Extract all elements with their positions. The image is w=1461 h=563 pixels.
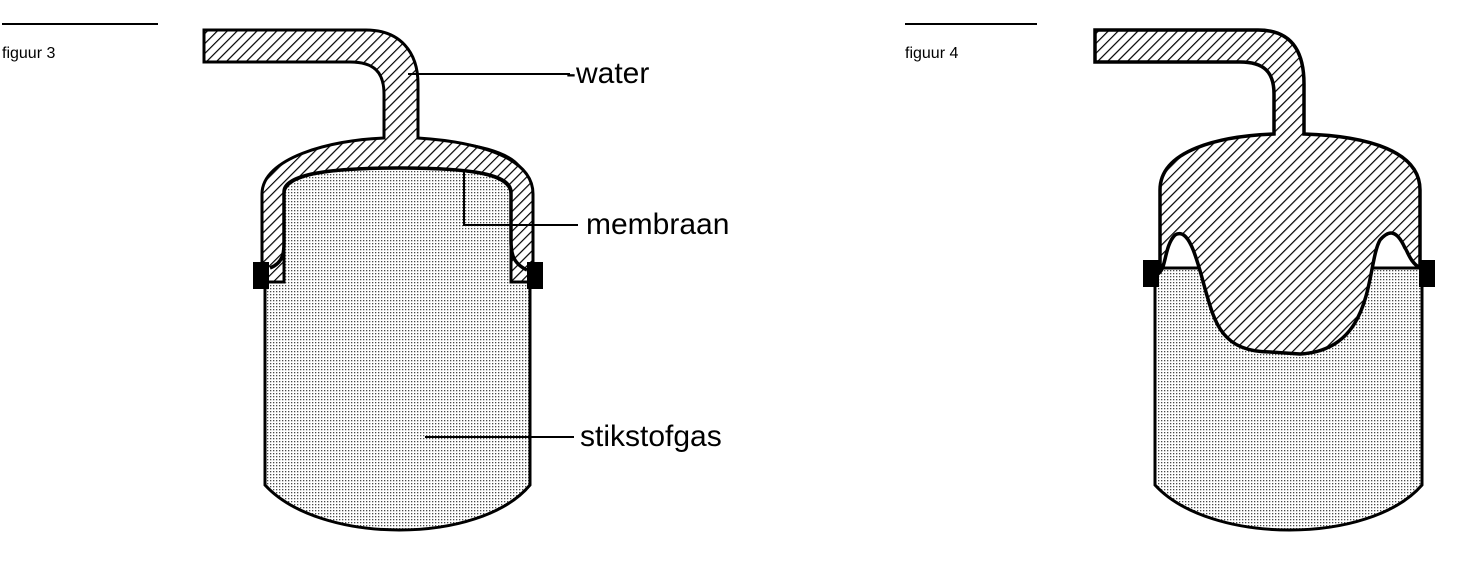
figure-4-caption: figuur 4 xyxy=(905,45,959,62)
figure-4-left-clamp xyxy=(1143,260,1159,287)
label-stikstofgas: stikstofgas xyxy=(580,420,722,453)
membraan-leader-line xyxy=(463,172,578,226)
figure-3-diagram xyxy=(202,28,578,532)
label-water: -water xyxy=(566,57,650,90)
figure-3-left-clamp xyxy=(253,262,269,289)
caption-rule-figure-3 xyxy=(2,23,158,25)
figure-3-caption: figuur 3 xyxy=(2,45,56,62)
figure-4-right-clamp xyxy=(1419,260,1435,287)
figure-3-vessel-gas xyxy=(263,138,532,532)
figure-4-water-filled xyxy=(1093,28,1422,356)
label-membraan: membraan xyxy=(586,208,730,241)
caption-rule-figure-4 xyxy=(905,23,1037,25)
figure-3-right-clamp xyxy=(527,262,543,289)
figure-4-diagram xyxy=(1093,28,1435,532)
figure-3-membrane xyxy=(269,166,528,272)
